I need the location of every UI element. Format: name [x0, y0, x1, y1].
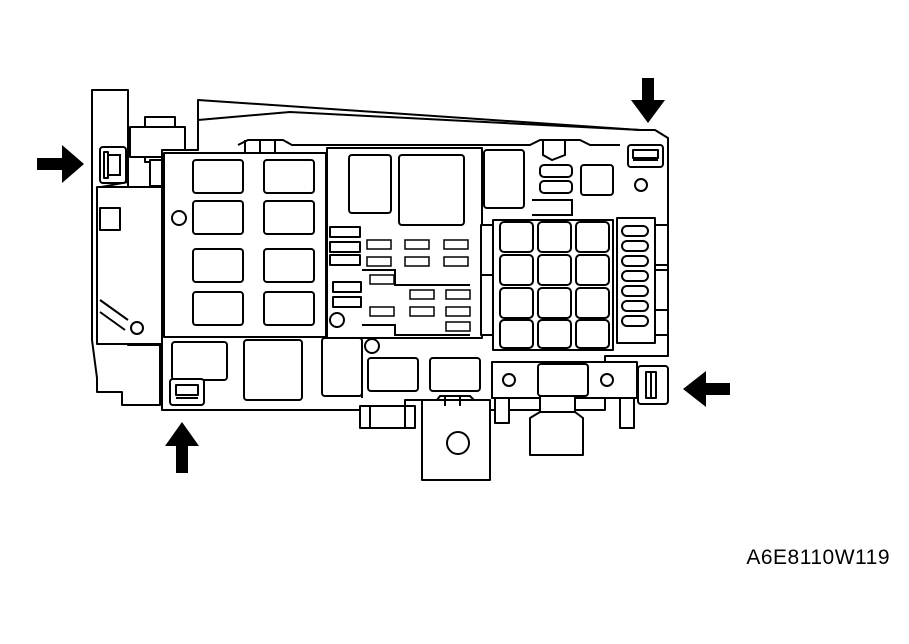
bottom-center-bracket [359, 395, 491, 481]
top-right-clip [627, 144, 664, 168]
right-slot-column [616, 178, 669, 344]
arrow-bottom-left-icon [165, 422, 199, 473]
bottom-left-relays [171, 337, 481, 401]
arrow-left-icon [37, 145, 84, 183]
right-bottom-rail [491, 361, 638, 456]
left-clip [99, 146, 127, 184]
small-relays [532, 164, 614, 216]
bottom-left-clip [169, 378, 205, 406]
right-clip [637, 365, 669, 405]
right-fuse-matrix [480, 219, 614, 351]
left-relay-block [163, 152, 327, 338]
arrow-right-icon [683, 371, 730, 407]
top-left-connector [129, 116, 186, 187]
center-fuse-block [326, 147, 525, 354]
arrow-top-right-icon [631, 78, 665, 123]
figure-code-label: A6E8110W119 [746, 546, 890, 569]
